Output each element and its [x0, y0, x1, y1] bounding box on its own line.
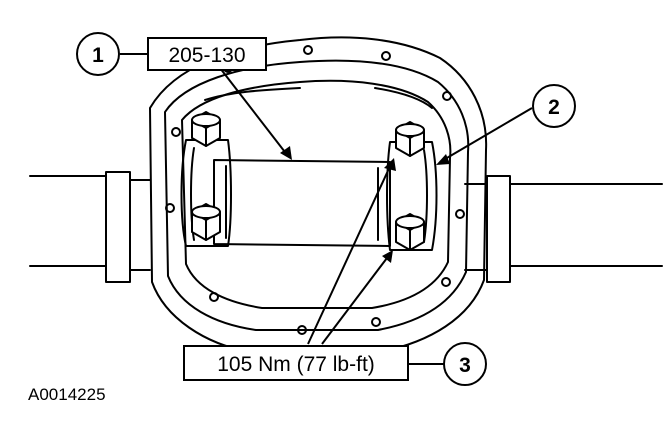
- left-axle-tube: [29, 171, 151, 283]
- callout-1: 1 205-130: [76, 32, 267, 76]
- right-bearing-cap: [386, 141, 438, 251]
- bearing-cap-bolt: [191, 203, 221, 241]
- right-axle-tube: [464, 175, 663, 283]
- housing-flange: [164, 59, 470, 331]
- arrowhead-3a: [384, 158, 396, 171]
- figure-id: A0014225: [28, 385, 106, 404]
- callout-3-box: [183, 345, 409, 381]
- arrowhead-1: [280, 146, 292, 160]
- callout-3-circle: [443, 342, 487, 386]
- callout-2-number: 2: [548, 96, 560, 119]
- leader-arrow-2: [439, 107, 533, 163]
- arrowheads: [280, 146, 450, 263]
- leader-lines: [120, 53, 533, 365]
- leader-arrow-3b: [321, 253, 391, 345]
- leader-arrow-1: [219, 67, 289, 157]
- callout-1-number: 1: [92, 44, 104, 67]
- housing-opening: [181, 79, 452, 309]
- callout-3: 105 Nm (77 lb-ft) 3: [183, 342, 487, 386]
- callout-2: 2: [532, 84, 576, 128]
- leader-arrow-3a: [307, 161, 393, 345]
- arrowhead-2: [436, 154, 450, 165]
- callout-1-box: [147, 37, 267, 71]
- callout-1-circle: [76, 32, 120, 76]
- callout-3-label: 105 Nm (77 lb-ft): [217, 353, 375, 376]
- callout-3-number: 3: [459, 354, 471, 377]
- bearing-cap-bolt: [395, 121, 425, 157]
- bearing-cap-bolt: [191, 111, 221, 147]
- differential-case: [213, 159, 391, 247]
- arrowhead-3b: [382, 250, 393, 263]
- bearing-cap-bolt: [395, 213, 425, 251]
- callout-2-circle: [532, 84, 576, 128]
- callout-1-label: 205-130: [168, 44, 245, 67]
